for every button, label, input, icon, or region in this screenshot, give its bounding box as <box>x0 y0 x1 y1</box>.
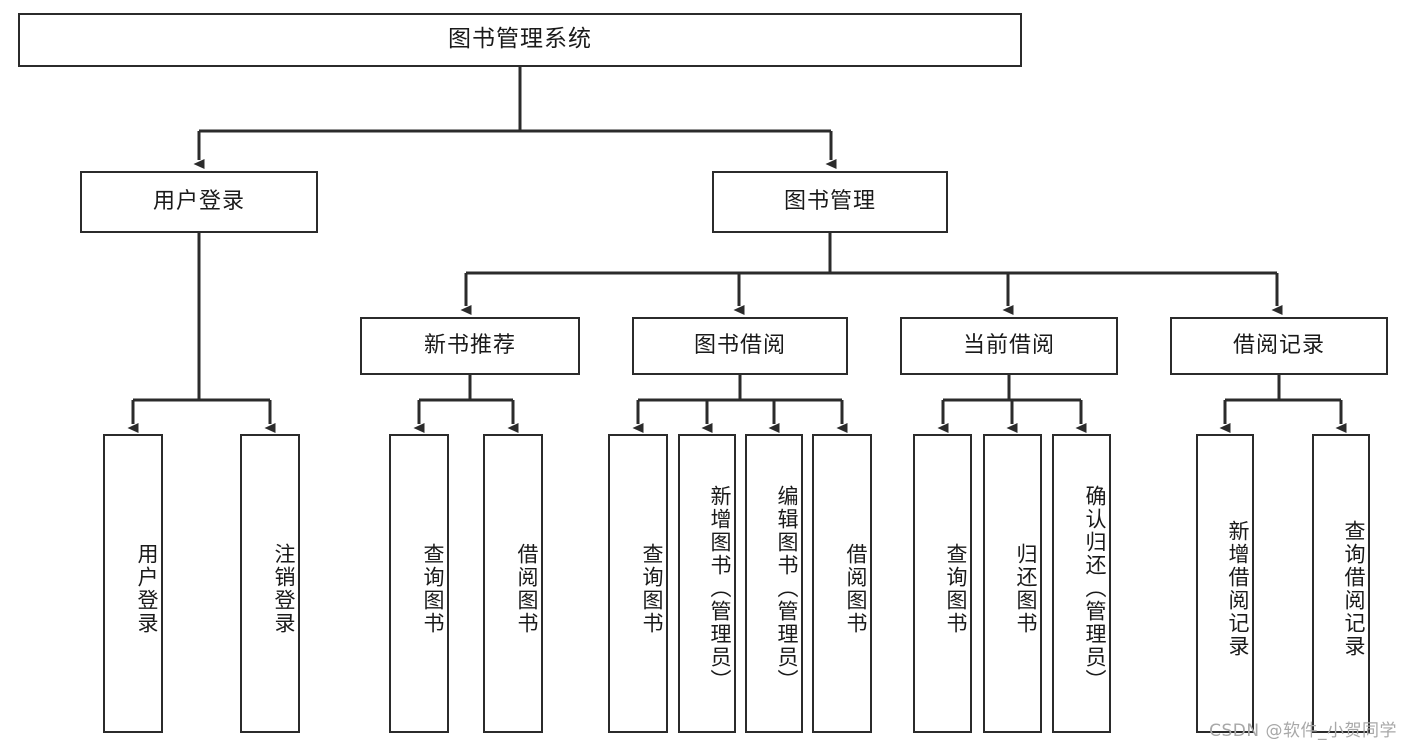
node-user-login[interactable]: 用户登录 <box>80 171 318 233</box>
node-leaf-edit-book-admin[interactable]: 编辑图书（管理员） <box>745 434 803 733</box>
node-leaf-query-book-recommend[interactable]: 查询图书 <box>389 434 449 733</box>
node-leaf-borrow-book[interactable]: 借阅图书 <box>812 434 872 733</box>
node-leaf-query-book-current[interactable]: 查询图书 <box>913 434 972 733</box>
node-leaf-user-login[interactable]: 用户登录 <box>103 434 163 733</box>
node-leaf-query-book-borrow[interactable]: 查询图书 <box>608 434 668 733</box>
node-leaf-query-borrow-record[interactable]: 查询借阅记录 <box>1312 434 1370 733</box>
node-book-borrow[interactable]: 图书借阅 <box>632 317 848 375</box>
node-leaf-add-borrow-record[interactable]: 新增借阅记录 <box>1196 434 1254 733</box>
node-new-book-recommend[interactable]: 新书推荐 <box>360 317 580 375</box>
node-current-borrow[interactable]: 当前借阅 <box>900 317 1118 375</box>
node-root-system[interactable]: 图书管理系统 <box>18 13 1022 67</box>
node-borrow-record[interactable]: 借阅记录 <box>1170 317 1388 375</box>
node-book-manage[interactable]: 图书管理 <box>712 171 948 233</box>
node-leaf-borrow-book-recommend[interactable]: 借阅图书 <box>483 434 543 733</box>
node-leaf-user-logout[interactable]: 注销登录 <box>240 434 300 733</box>
node-leaf-return-book[interactable]: 归还图书 <box>983 434 1042 733</box>
node-leaf-add-book-admin[interactable]: 新增图书（管理员） <box>678 434 736 733</box>
node-leaf-confirm-return-admin[interactable]: 确认归还（管理员） <box>1052 434 1111 733</box>
